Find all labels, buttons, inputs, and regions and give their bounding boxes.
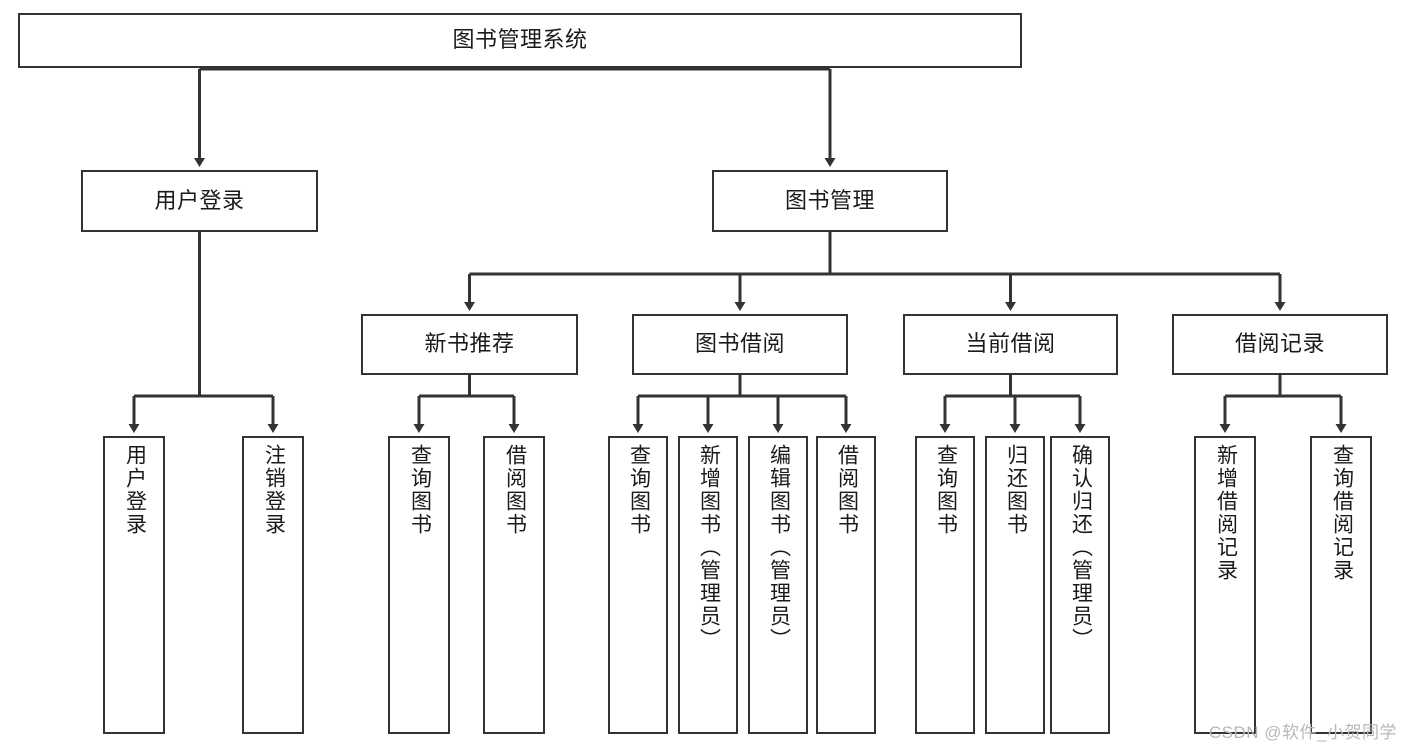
node-label: 用户登录 — [154, 187, 245, 213]
node-leaf-7[interactable]: 编辑图书（管理员） — [748, 436, 808, 734]
node-label: 编辑图书（管理员） — [767, 444, 791, 651]
node-book-manage[interactable]: 图书管理 — [712, 170, 948, 232]
node-leaf-4[interactable]: 借阅图书 — [483, 436, 545, 734]
node-label: 新增借阅记录 — [1214, 444, 1238, 582]
node-leaf-9[interactable]: 查询图书 — [915, 436, 975, 734]
node-label: 用户登录 — [123, 444, 147, 536]
node-label: 图书管理系统 — [452, 27, 588, 53]
node-book-borrow[interactable]: 图书借阅 — [632, 314, 848, 375]
node-label: 图书管理 — [784, 187, 875, 213]
node-label: 查询图书 — [627, 444, 651, 536]
node-leaf-3[interactable]: 查询图书 — [388, 436, 450, 734]
node-label: 查询图书 — [408, 444, 432, 536]
node-label: 确认归还（管理员） — [1069, 444, 1093, 651]
node-borrow-record[interactable]: 借阅记录 — [1172, 314, 1388, 375]
node-leaf-12[interactable]: 新增借阅记录 — [1194, 436, 1256, 734]
node-user-login[interactable]: 用户登录 — [81, 170, 318, 232]
node-root[interactable]: 图书管理系统 — [18, 13, 1022, 68]
node-leaf-5[interactable]: 查询图书 — [608, 436, 668, 734]
node-label: 借阅记录 — [1234, 331, 1325, 357]
node-label: 新增图书（管理员） — [697, 444, 721, 651]
node-current-borrow[interactable]: 当前借阅 — [903, 314, 1118, 375]
node-label: 图书借阅 — [694, 331, 785, 357]
node-label: 注销登录 — [262, 444, 286, 536]
node-label: 新书推荐 — [424, 331, 515, 357]
node-label: 查询图书 — [934, 444, 958, 536]
node-label: 查询借阅记录 — [1330, 444, 1354, 582]
node-new-book-rec[interactable]: 新书推荐 — [361, 314, 578, 375]
node-label: 归还图书 — [1004, 444, 1028, 536]
node-leaf-13[interactable]: 查询借阅记录 — [1310, 436, 1372, 734]
node-leaf-2[interactable]: 注销登录 — [242, 436, 304, 734]
watermark-text: CSDN @软件_小贺同学 — [1208, 723, 1397, 742]
node-label: 当前借阅 — [965, 331, 1056, 357]
node-leaf-10[interactable]: 归还图书 — [985, 436, 1045, 734]
node-leaf-6[interactable]: 新增图书（管理员） — [678, 436, 738, 734]
node-leaf-8[interactable]: 借阅图书 — [816, 436, 876, 734]
node-label: 借阅图书 — [503, 444, 527, 536]
node-leaf-1[interactable]: 用户登录 — [103, 436, 165, 734]
node-leaf-11[interactable]: 确认归还（管理员） — [1050, 436, 1110, 734]
node-label: 借阅图书 — [835, 444, 859, 536]
